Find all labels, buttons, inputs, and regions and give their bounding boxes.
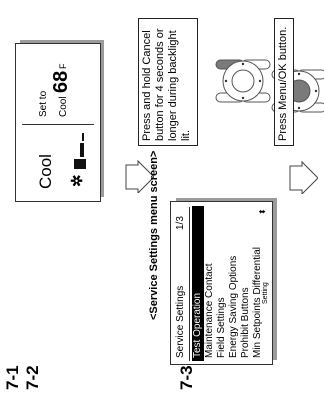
menu-item-field-settings[interactable]: Field Settings (216, 297, 227, 358)
menu-footer-setting: Setting (262, 282, 269, 304)
menu-page-indicator: 1/3 (175, 216, 186, 230)
next-step-arrow-2 (289, 160, 318, 194)
center-button (231, 69, 255, 93)
menu-item-prohibit-buttons[interactable]: Prohibit Buttons (240, 287, 251, 358)
scroll-arrows-icon: ⬍ (258, 208, 267, 215)
fan-speed-bar-low (82, 133, 84, 141)
instruction-cancel-caption: Press and hold Cancel button for 4 secon… (138, 18, 198, 146)
service-settings-title: Service Settings (175, 285, 186, 358)
menu-item-test-operation[interactable]: Test Operation (192, 292, 203, 358)
setpoint-value: 68 (50, 70, 72, 93)
title-divider (189, 207, 190, 361)
remote-display-status-screen: Cool ✲ Set to Cool 68 F (15, 43, 101, 202)
set-mode-label: Cool (58, 96, 69, 117)
menu-item-energy-saving-options[interactable]: Energy Saving Options (228, 255, 239, 358)
display-divider (22, 124, 94, 125)
instruction-menu-ok-caption: Press Menu/OK button. (274, 18, 294, 146)
fan-icon: ✲ (69, 174, 86, 187)
mode-text: Cool (36, 154, 55, 189)
next-step-arrow-1 (125, 159, 154, 193)
set-to-label: Set to (38, 90, 49, 117)
menu-screen-title: <Service Settings menu screen> (148, 150, 160, 320)
fan-speed-bar-mid (80, 143, 84, 157)
step-number-7-2: 7-2 (23, 365, 42, 390)
step-number-7-3: 7-3 (177, 365, 196, 390)
step-number-7-1: 7-1 (3, 365, 22, 390)
setpoint-unit: F (58, 63, 68, 70)
service-settings-screen: Service Settings 1/3 Test Operation Main… (170, 201, 273, 365)
menu-item-maintenance-contact[interactable]: Maintenance Contact (204, 263, 215, 358)
remote-buttons-cancel-diagram (215, 59, 271, 103)
fan-speed-bar-high (74, 159, 86, 169)
